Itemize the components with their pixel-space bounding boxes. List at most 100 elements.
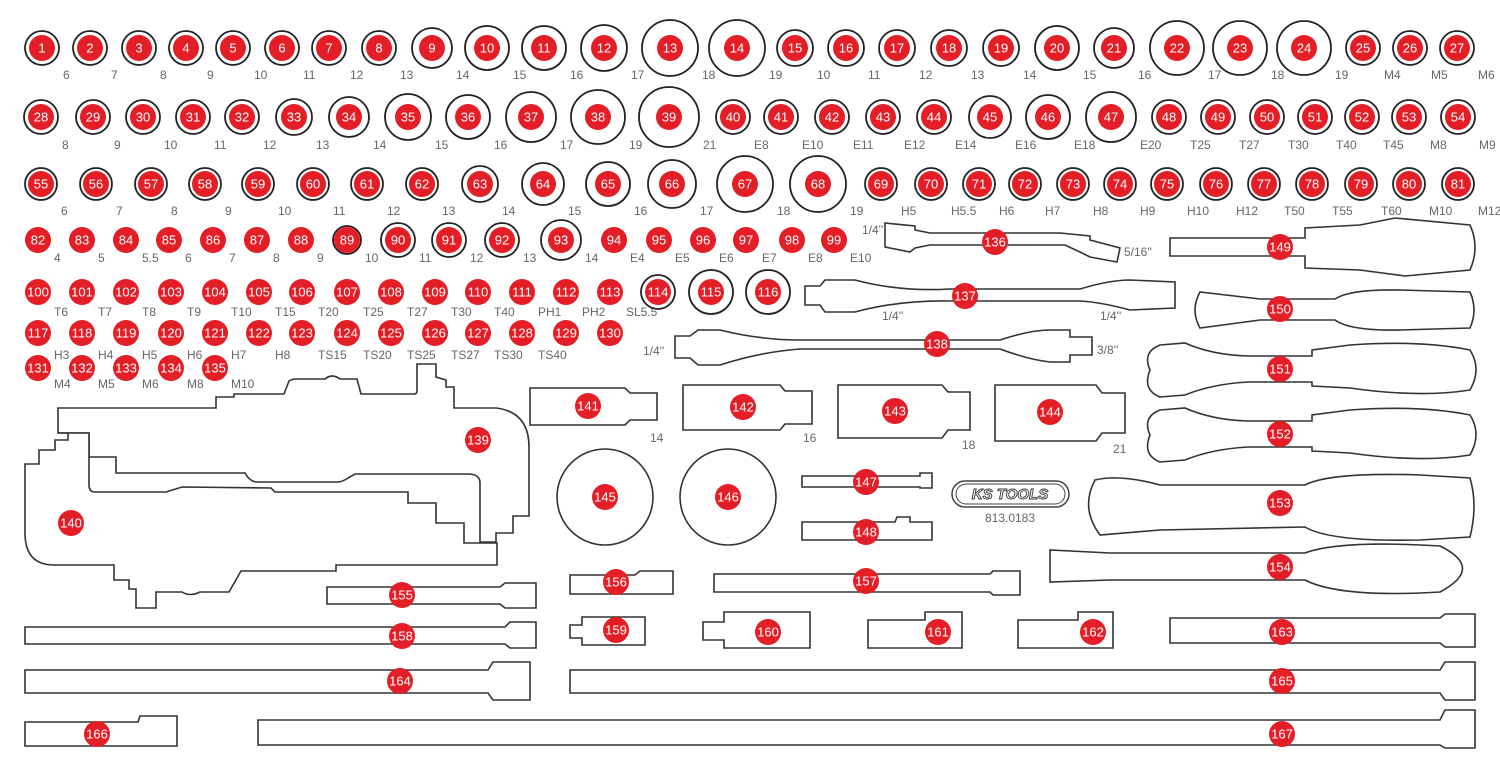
number-badge bbox=[246, 279, 272, 305]
size-label: 1/4'' bbox=[643, 344, 664, 358]
cutout-139 bbox=[57, 363, 530, 543]
number-badge bbox=[1203, 171, 1229, 197]
badge-number: 123 bbox=[291, 326, 313, 341]
size-label: 16 bbox=[803, 431, 817, 445]
size-label: 21 bbox=[1113, 442, 1127, 456]
number-badge bbox=[755, 279, 781, 305]
badge-number: 94 bbox=[607, 233, 621, 248]
number-badge bbox=[467, 171, 493, 197]
size-label: H10 bbox=[1187, 204, 1209, 218]
size-label: M10 bbox=[1429, 204, 1453, 218]
number-badge bbox=[645, 279, 671, 305]
number-badge bbox=[1267, 234, 1293, 260]
socket-slot-3: 38 bbox=[121, 30, 167, 82]
size-label: 16 bbox=[634, 204, 648, 218]
size-label: E12 bbox=[904, 138, 926, 152]
size-label: T9 bbox=[187, 305, 201, 319]
badge-number: 129 bbox=[555, 326, 577, 341]
badge-number: 17 bbox=[890, 41, 904, 56]
tool-slot-154: 154 bbox=[1267, 554, 1293, 580]
tool-slot-160: 160 bbox=[755, 619, 781, 645]
badge-number: 78 bbox=[1305, 177, 1319, 192]
number-badge bbox=[156, 227, 182, 253]
number-badge bbox=[730, 394, 756, 420]
number-badge bbox=[422, 320, 448, 346]
number-badge bbox=[1291, 35, 1317, 61]
number-badge bbox=[603, 569, 629, 595]
size-label: H8 bbox=[275, 348, 291, 362]
number-badge bbox=[158, 279, 184, 305]
size-label: 14 bbox=[1023, 68, 1037, 82]
socket-slot-56: 567 bbox=[79, 167, 123, 218]
badge-number: 133 bbox=[115, 361, 137, 376]
number-badge bbox=[755, 619, 781, 645]
brand-logo: KS TOOLS 813.0183 bbox=[951, 480, 1070, 525]
number-badge bbox=[200, 227, 226, 253]
cutout-155 bbox=[326, 582, 537, 609]
size-label: 18 bbox=[962, 438, 976, 452]
size-label: 7 bbox=[229, 251, 236, 265]
badge-number: 86 bbox=[206, 233, 220, 248]
tool-slot-164: 164 bbox=[387, 668, 413, 694]
cutout-152 bbox=[1146, 407, 1477, 463]
badge-number: 76 bbox=[1209, 177, 1223, 192]
size-label: 15 bbox=[513, 68, 527, 82]
size-label: T27 bbox=[1239, 138, 1260, 152]
socket-slot-83: 835 bbox=[69, 227, 105, 265]
cutout-140 bbox=[24, 432, 498, 609]
size-label: T15 bbox=[275, 305, 296, 319]
size-label: T25 bbox=[1190, 138, 1211, 152]
size-label: M6 bbox=[142, 377, 159, 391]
badge-number: 140 bbox=[60, 516, 82, 531]
badge-number: 40 bbox=[726, 110, 740, 125]
number-badge bbox=[1251, 171, 1277, 197]
badge-number: 4 bbox=[182, 41, 189, 56]
badge-number: 118 bbox=[72, 326, 93, 341]
size-label: 1/4'' bbox=[862, 223, 883, 237]
number-badge bbox=[113, 320, 139, 346]
cutout-154 bbox=[1049, 543, 1464, 595]
badge-number: 15 bbox=[788, 41, 802, 56]
badge-number: 148 bbox=[855, 525, 877, 540]
size-label: E16 bbox=[1015, 138, 1037, 152]
socket-slot-86: 86 7 bbox=[200, 227, 236, 265]
badge-number: 75 bbox=[1160, 177, 1174, 192]
badge-number: 66 bbox=[665, 177, 679, 192]
number-badge bbox=[158, 355, 184, 381]
number-badge bbox=[720, 104, 746, 130]
number-badge bbox=[853, 568, 879, 594]
number-badge bbox=[245, 171, 271, 197]
number-badge bbox=[1269, 619, 1295, 645]
badge-number: 157 bbox=[855, 574, 877, 589]
badge-number: 33 bbox=[287, 110, 301, 125]
size-label: 3/8'' bbox=[1097, 343, 1118, 357]
number-badge bbox=[389, 623, 415, 649]
badge-number: 51 bbox=[1308, 110, 1322, 125]
badge-number: 71 bbox=[972, 177, 986, 192]
cutout-158 bbox=[24, 621, 537, 649]
socket-slot-6: 611 bbox=[264, 30, 316, 82]
number-badge bbox=[805, 171, 831, 197]
size-label: T50 bbox=[1284, 204, 1305, 218]
